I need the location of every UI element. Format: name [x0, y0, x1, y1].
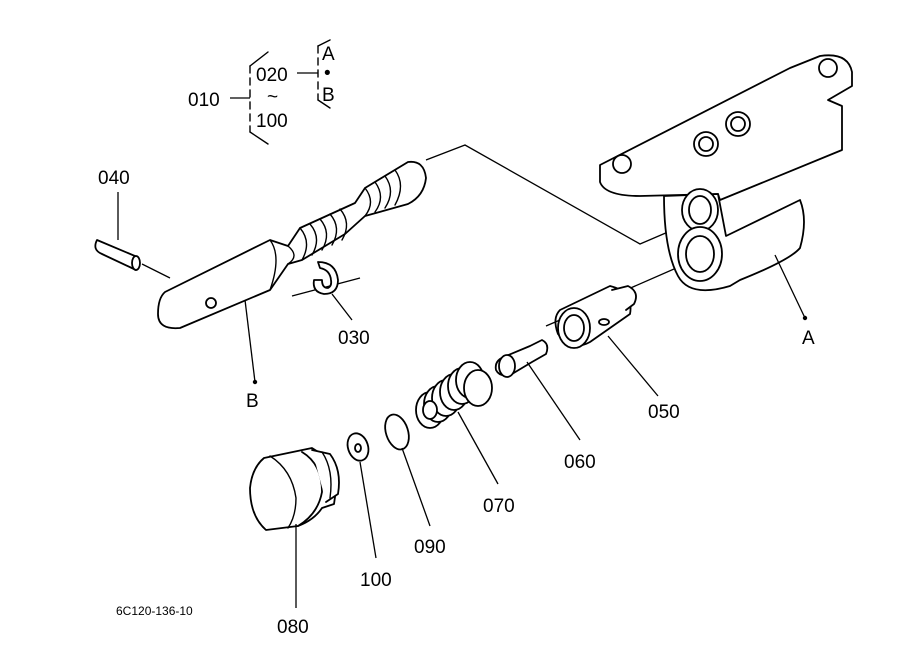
group-parent-label: 010 [188, 90, 220, 111]
group-connector-a-label: A [322, 44, 335, 65]
callout-leader-060 [526, 361, 581, 441]
part-030-clip [312, 261, 339, 295]
callout-a: A [802, 328, 815, 349]
callout-leader-050 [607, 335, 659, 397]
part-040-pin [94, 239, 141, 271]
callout-b: B [246, 391, 259, 412]
poppet-guide-line [545, 319, 561, 327]
assembly-guide-line [425, 144, 669, 245]
callout-040: 040 [98, 168, 130, 189]
group-connector-b-label: B [322, 85, 335, 106]
valve-housing [599, 54, 853, 292]
callout-100: 100 [360, 570, 392, 591]
part-070-spring [415, 361, 493, 429]
part-090-o-ring [384, 413, 410, 451]
part-060-poppet [494, 339, 549, 378]
callout-leader-100 [359, 461, 377, 559]
pin-guide-line [141, 263, 171, 279]
callout-030: 030 [338, 328, 370, 349]
shaft [157, 160, 427, 330]
callout-leader-030 [331, 293, 353, 321]
figure-code: 6C120-136-10 [116, 604, 193, 618]
group-connector-dot: • [324, 63, 331, 84]
part-100-washer [346, 432, 370, 462]
group-bracket [230, 39, 331, 145]
group-range-end-label: 100 [256, 111, 288, 132]
callout-090: 090 [414, 537, 446, 558]
part-080-plug [249, 447, 340, 531]
callout-070: 070 [483, 496, 515, 517]
group-range-tilde: ~ [267, 87, 278, 108]
part-050-sleeve [554, 285, 637, 349]
callout-060: 060 [564, 452, 596, 473]
callout-leader-090 [401, 447, 431, 527]
callout-leader-b [244, 299, 256, 383]
callout-leader-070 [457, 411, 499, 485]
callout-050: 050 [648, 402, 680, 423]
callout-dot-b [252, 379, 258, 385]
group-range-start-label: 020 [256, 65, 288, 86]
callout-dot-a [802, 315, 808, 321]
callout-080: 080 [277, 617, 309, 638]
callout-leader-a [774, 254, 806, 319]
